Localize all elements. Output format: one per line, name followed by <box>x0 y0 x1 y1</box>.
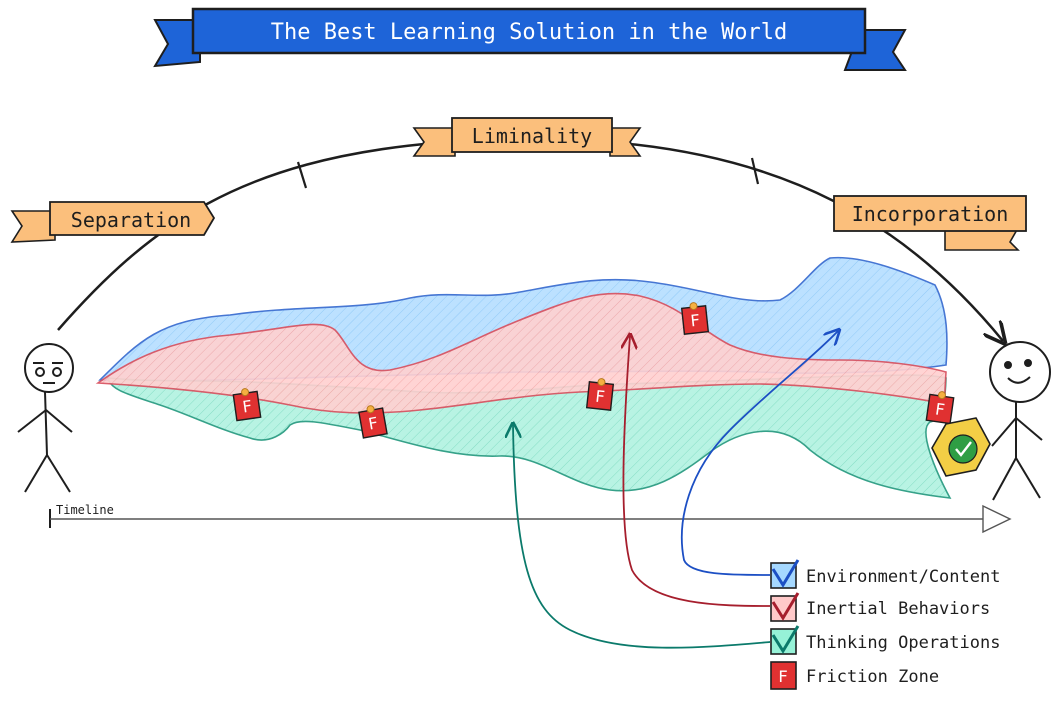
learner-after-figure <box>989 341 1051 501</box>
thinking-arrow <box>513 425 771 649</box>
legend-label-inertial: Inertial Behaviors <box>806 599 990 619</box>
legend-item-environment: Environment/Content <box>770 559 1000 589</box>
arc-tick <box>296 161 308 189</box>
friction-marker: F <box>232 388 262 422</box>
friction-marker-label: F <box>689 311 701 331</box>
check-icon <box>771 592 800 621</box>
phase-tag-separation: Separation <box>10 201 216 243</box>
phase-label-liminality: Liminality <box>472 124 592 148</box>
phase-label-separation: Separation <box>71 208 191 232</box>
friction-marker: F <box>358 405 388 439</box>
legend-item-friction: F Friction Zone <box>770 661 939 690</box>
legend-label-environment: Environment/Content <box>806 567 1000 587</box>
arc-tick <box>750 157 760 185</box>
pin-icon <box>937 391 946 400</box>
arc-left <box>57 141 436 331</box>
inertial-area <box>95 292 948 414</box>
inertial-arrow <box>623 336 771 607</box>
friction-icon: F <box>778 667 788 686</box>
phase-tag-liminality: Liminality <box>412 117 642 157</box>
learner-before-figure <box>17 343 74 493</box>
banner-title: The Best Learning Solution in the World <box>271 20 788 45</box>
friction-marker: F <box>925 391 955 425</box>
legend-label-friction: Friction Zone <box>806 667 939 687</box>
phase-tag-incorporation: Incorporation <box>833 195 1027 251</box>
pin-icon <box>597 378 606 387</box>
environment-arrow <box>680 331 838 576</box>
timeline: Timeline <box>49 503 1012 534</box>
friction-marker-label: F <box>594 387 606 407</box>
friction-marker-label: F <box>367 413 380 433</box>
title-banner: The Best Learning Solution in the World <box>153 7 907 71</box>
check-icon <box>955 441 972 457</box>
friction-marker: F <box>680 302 710 335</box>
phase-label-incorporation: Incorporation <box>852 202 1009 226</box>
pin-icon <box>241 388 250 397</box>
check-icon <box>771 559 800 588</box>
legend-item-inertial: Inertial Behaviors <box>770 592 990 622</box>
pin-icon <box>366 405 375 414</box>
legend-label-thinking: Thinking Operations <box>806 633 1000 653</box>
timeline-label: Timeline <box>56 503 114 517</box>
legend: Environment/Content Inertial Behaviors T… <box>770 559 1000 690</box>
friction-marker-label: F <box>241 396 253 416</box>
friction-marker: F <box>585 378 615 411</box>
legend-item-thinking: Thinking Operations <box>770 625 1000 655</box>
friction-marker-label: F <box>934 399 946 419</box>
success-badge <box>931 417 991 477</box>
pin-icon <box>689 302 698 311</box>
check-icon <box>771 625 800 654</box>
